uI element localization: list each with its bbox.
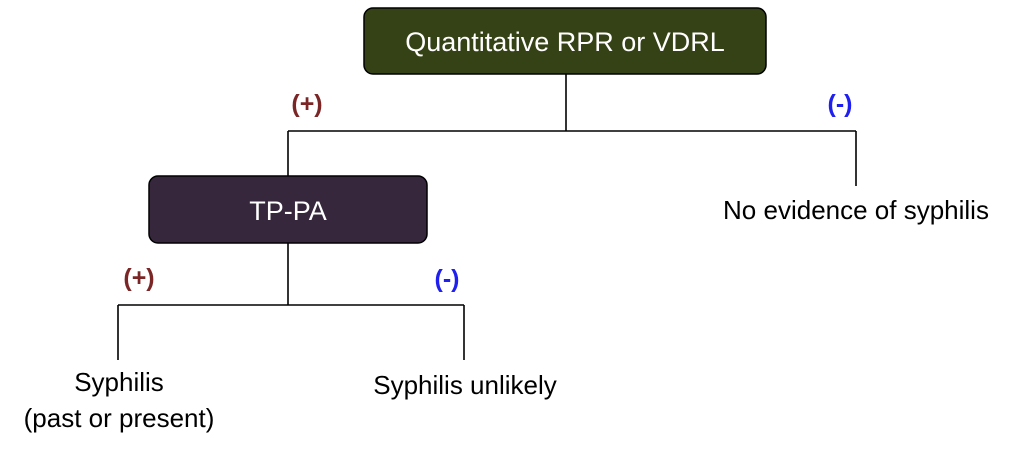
no-evidence-label: No evidence of syphilis	[723, 195, 989, 225]
connectors-tppa	[117, 243, 465, 360]
tppa-positive-label: (+)	[123, 264, 154, 292]
connectors-root	[287, 74, 857, 186]
root-node: Quantitative RPR or VDRL	[363, 7, 767, 75]
tppa-node-label: TP-PA	[249, 196, 327, 226]
root-node-box	[363, 7, 767, 75]
syphilis-label-line1: Syphilis	[74, 367, 164, 397]
syphilis-label-line2: (past or present)	[24, 403, 215, 433]
tppa-node: TP-PA	[148, 175, 428, 244]
syphilis-unlikely-label: Syphilis unlikely	[373, 370, 557, 400]
root-positive-label: (+)	[291, 90, 322, 118]
root-negative-label: (-)	[828, 90, 853, 118]
root-node-label: Quantitative RPR or VDRL	[405, 27, 725, 57]
tppa-negative-label: (-)	[435, 265, 460, 293]
tppa-node-box	[148, 175, 428, 244]
syphilis-leaf: Syphilis (past or present)	[24, 367, 215, 433]
